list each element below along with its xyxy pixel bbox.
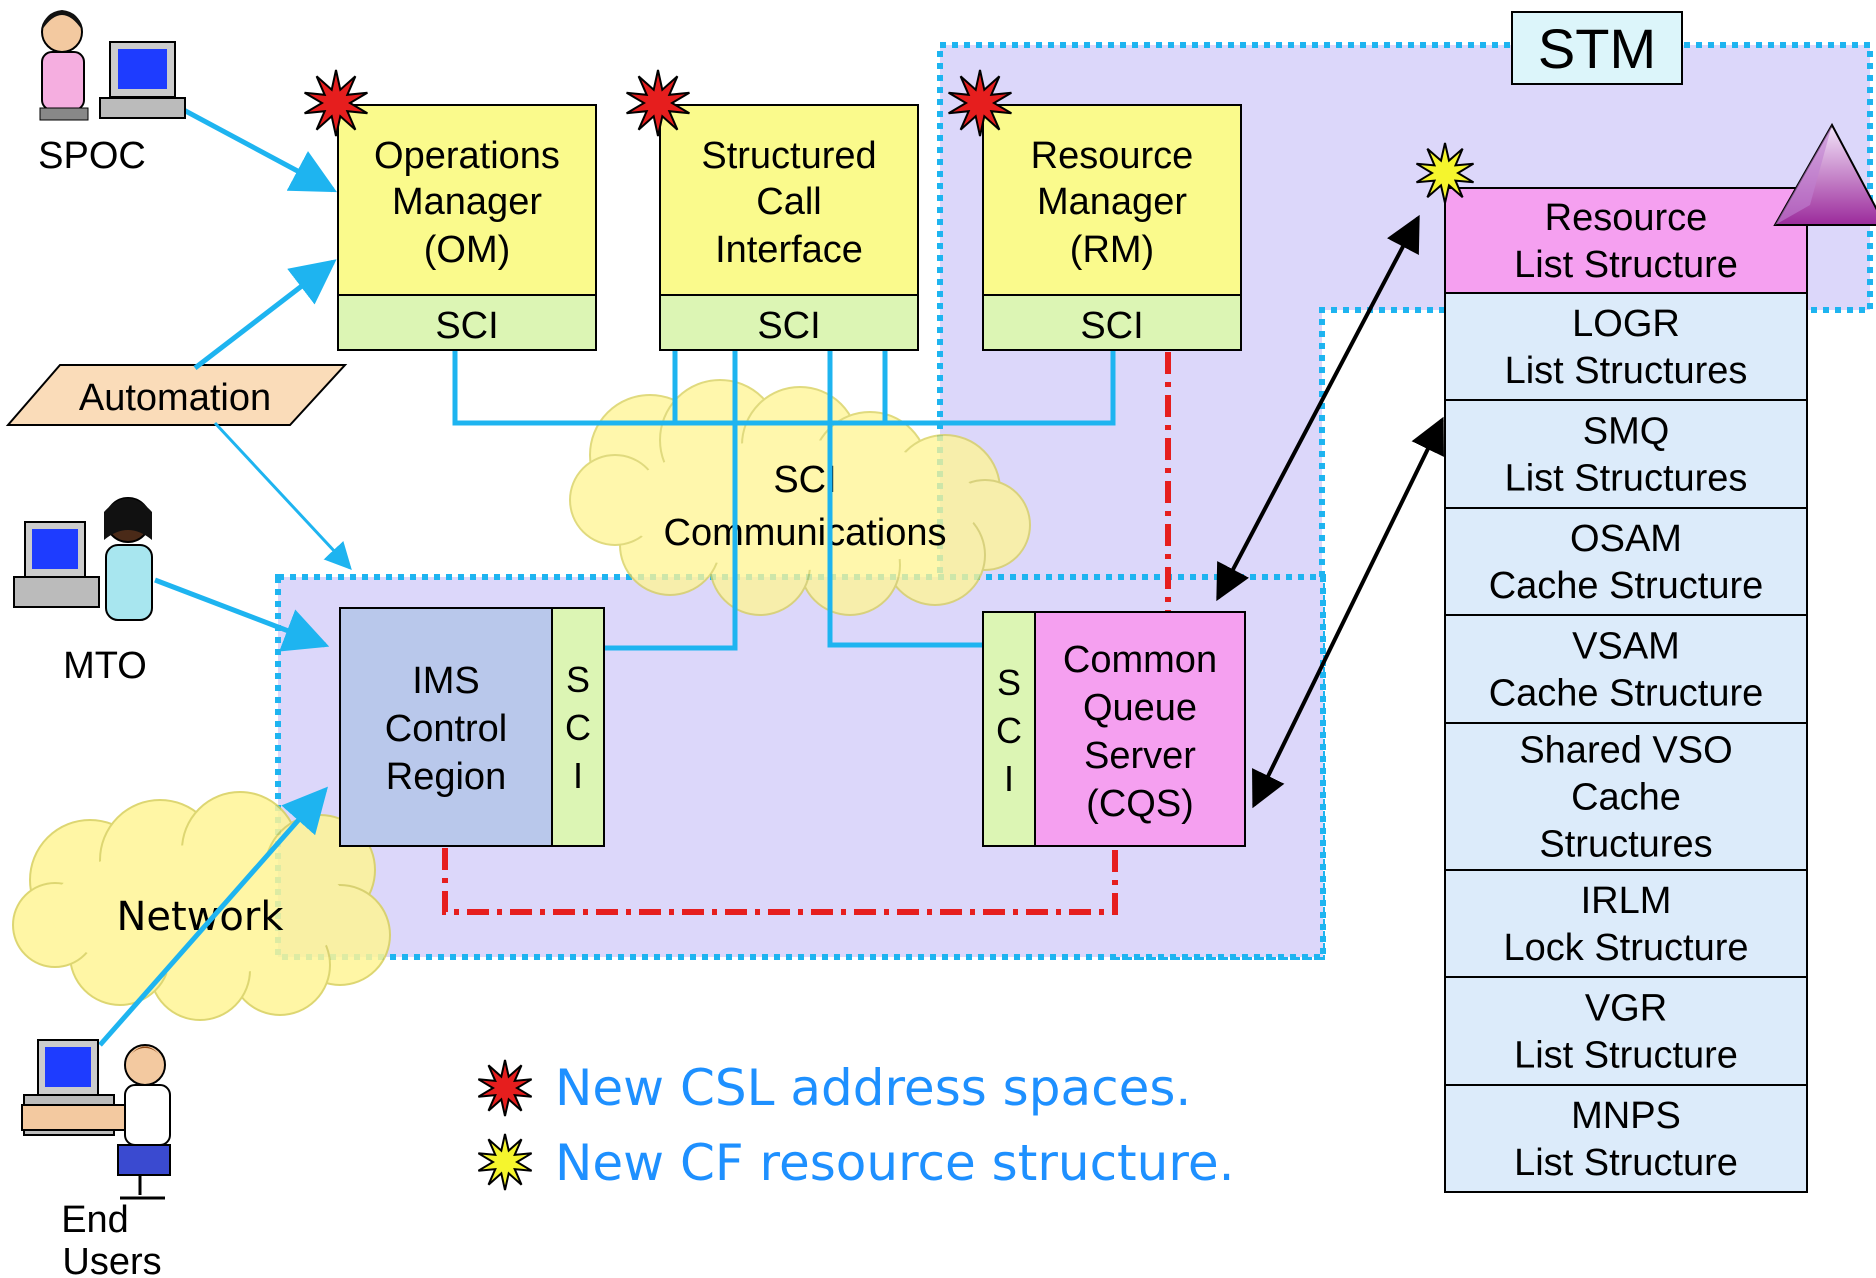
mto-user-icon: MTO [13, 497, 153, 687]
structure-label: List Structures [1505, 350, 1748, 392]
structure-label: Shared VSO [1519, 730, 1732, 772]
structure-label: VSAM [1572, 626, 1680, 668]
cqs-sci-c: C [996, 710, 1022, 751]
sci-box-line1: Structured [701, 135, 876, 177]
structure-label: Cache Structure [1489, 565, 1764, 607]
structure-label: MNPS [1571, 1095, 1681, 1137]
rm-line1: Resource [1031, 135, 1194, 177]
spoc-user-icon: SPOC [38, 10, 186, 177]
mto-label: MTO [63, 645, 147, 687]
structure-label: LOGR [1572, 303, 1680, 345]
ims-sci-i: I [573, 755, 583, 796]
ims-control-region-box: IMS Control Region S C I [339, 607, 605, 847]
rm-line3: (RM) [1070, 229, 1154, 271]
structure-cell [1444, 976, 1808, 1086]
rm-line2: Manager [1037, 181, 1187, 223]
om-line1: Operations [374, 135, 560, 177]
cqs-structure-arrows [1216, 214, 1444, 809]
sci-comm-line1: SCI [773, 459, 836, 501]
network-cloud: Network [12, 791, 391, 1021]
ims-line3: Region [386, 756, 506, 798]
cqs-sci-s: S [997, 662, 1021, 703]
sci-connection-lines [452, 350, 1116, 651]
cqs-line1: Common [1063, 639, 1217, 681]
end-users-icon: End Users [21, 1039, 171, 1278]
pyramid-icon [1773, 122, 1876, 226]
structure-label: VGR [1585, 988, 1667, 1030]
sci-box-sci-label: SCI [757, 305, 820, 347]
stm-label: STM [1511, 11, 1683, 85]
legend-red-text: New CSL address spaces. [555, 1059, 1191, 1117]
yellow-star-icon [1415, 142, 1475, 204]
structure-cell [1444, 292, 1808, 401]
om-line3: (OM) [424, 229, 511, 271]
cqs-line2: Queue [1083, 687, 1197, 729]
ims-line1: IMS [412, 660, 480, 702]
legend: New CSL address spaces. New CF resource … [477, 1059, 1234, 1192]
structure-label: Cache [1571, 777, 1681, 819]
ims-sci-c: C [565, 707, 591, 748]
structure-label: OSAM [1570, 518, 1682, 560]
sci-comm-line2: Communications [664, 512, 947, 554]
structure-cell [1444, 1084, 1808, 1193]
automation-shape: Automation [5, 364, 348, 426]
structure-label: List Structure [1514, 244, 1738, 286]
om-line2: Manager [392, 181, 542, 223]
resource-manager-box: Resource Manager (RM) SCI [982, 104, 1242, 351]
rm-sci-label: SCI [1080, 305, 1143, 347]
ims-sci-s: S [566, 659, 590, 700]
structure-cell [1444, 614, 1808, 724]
operations-manager-box: Operations Manager (OM) SCI [337, 104, 597, 351]
structure-cell [1444, 869, 1808, 978]
cqs-line3: Server [1084, 735, 1196, 777]
sci-box-line2: Call [756, 181, 821, 223]
sci-box-line3: Interface [715, 229, 863, 271]
ims-line2: Control [385, 708, 508, 750]
cqs-sci-i: I [1004, 758, 1014, 799]
structure-label: Lock Structure [1504, 927, 1749, 969]
legend-yellow-star-icon [477, 1133, 533, 1191]
legend-yellow-text: New CF resource structure. [555, 1134, 1234, 1192]
structure-label: Resource [1545, 197, 1708, 239]
structure-label: Structures [1539, 824, 1712, 866]
automation-label: Automation [79, 377, 271, 419]
structure-label: List Structure [1514, 1035, 1738, 1077]
common-queue-server-box: S C I Common Queue Server (CQS) [982, 611, 1246, 847]
stm-label-text: STM [1538, 17, 1656, 80]
end-users-label-line1: End [61, 1199, 129, 1241]
structure-label: SMQ [1583, 411, 1670, 453]
red-star-icon [626, 69, 690, 137]
structure-label: IRLM [1581, 880, 1672, 922]
cqs-line4: (CQS) [1086, 783, 1194, 825]
structured-call-interface-box: Structured Call Interface SCI [659, 104, 919, 351]
structure-cell [1444, 399, 1808, 509]
structure-cell [1444, 722, 1808, 871]
structure-label: List Structures [1505, 458, 1748, 500]
structure-cell [1444, 507, 1808, 616]
spoc-label: SPOC [38, 135, 146, 177]
star-markers [304, 69, 1475, 204]
legend-red-star-icon [477, 1059, 533, 1117]
structure-label: List Structure [1514, 1142, 1738, 1184]
structure-label: Cache Structure [1489, 673, 1764, 715]
user-arrows [98, 97, 352, 1047]
om-sci-label: SCI [435, 305, 498, 347]
red-star-icon [948, 69, 1012, 137]
ims-cqs-link [442, 848, 1118, 915]
end-users-label-line2: Users [62, 1241, 161, 1278]
red-star-icon [304, 69, 368, 137]
